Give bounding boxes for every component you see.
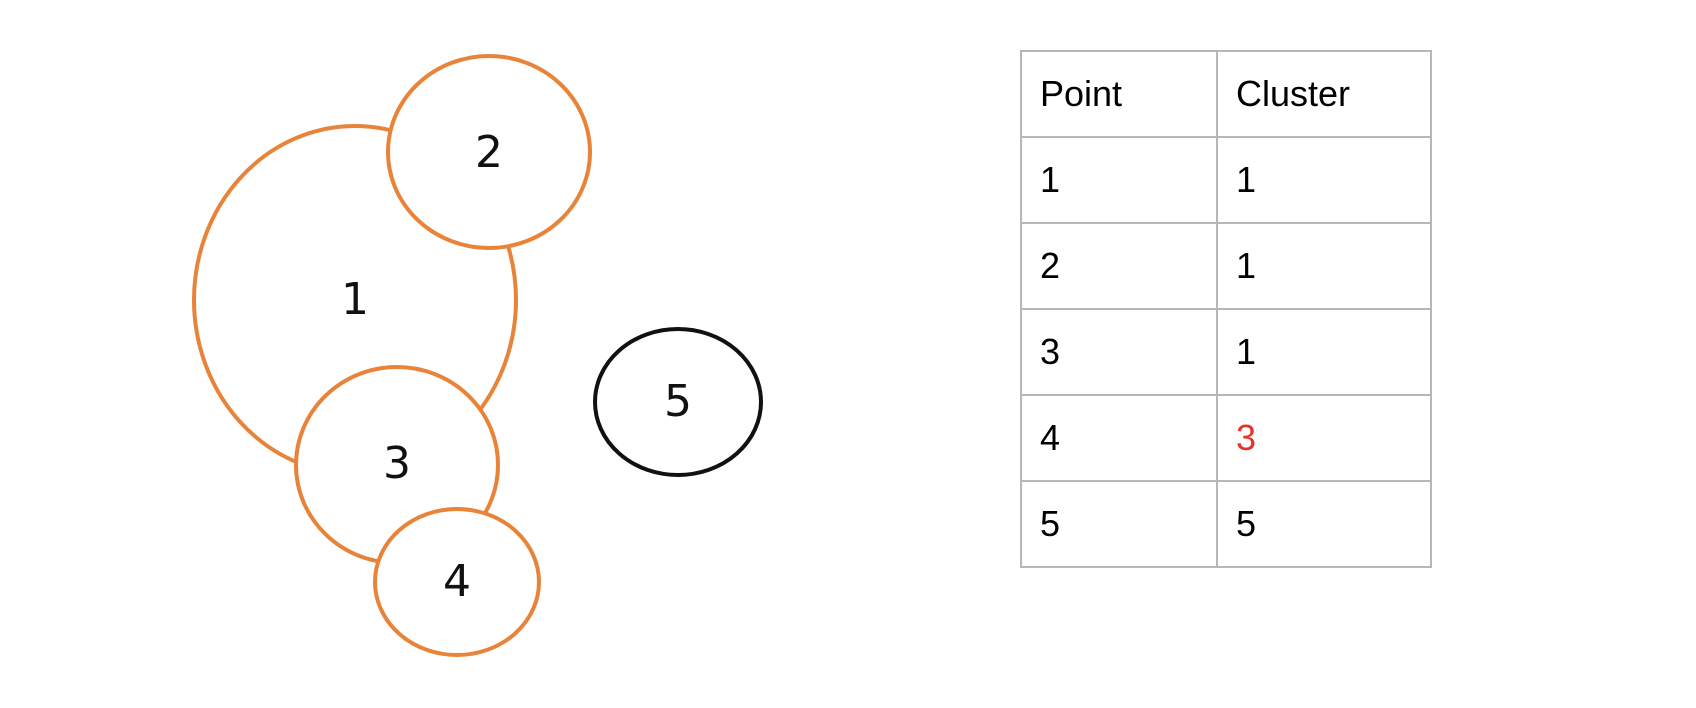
node-5: 5 bbox=[593, 327, 763, 477]
node-3-label: 3 bbox=[383, 438, 411, 489]
node-4-label: 4 bbox=[443, 556, 471, 607]
node-2-label: 2 bbox=[475, 127, 503, 178]
cell-cluster: 1 bbox=[1216, 308, 1432, 396]
node-1-label: 1 bbox=[341, 274, 369, 325]
cell-cluster: 1 bbox=[1216, 222, 1432, 310]
cell-point: 1 bbox=[1020, 136, 1218, 224]
header-point: Point bbox=[1020, 50, 1218, 138]
cell-point: 3 bbox=[1020, 308, 1218, 396]
point-cluster-table: Point Cluster 1 1 2 1 3 1 4 3 5 5 bbox=[1020, 50, 1432, 568]
cell-point: 4 bbox=[1020, 394, 1218, 482]
cell-cluster: 1 bbox=[1216, 136, 1432, 224]
cell-cluster: 5 bbox=[1216, 480, 1432, 568]
cluster-diagram: 1 3 2 4 5 bbox=[192, 54, 763, 657]
cell-point: 2 bbox=[1020, 222, 1218, 310]
table-row: 2 1 bbox=[1020, 222, 1432, 310]
node-2: 2 bbox=[386, 54, 592, 250]
table-row: 4 3 bbox=[1020, 394, 1432, 482]
cell-point: 5 bbox=[1020, 480, 1218, 568]
node-5-circle bbox=[593, 327, 763, 477]
header-cluster: Cluster bbox=[1216, 50, 1432, 138]
table-row: 5 5 bbox=[1020, 480, 1432, 568]
table-row: 3 1 bbox=[1020, 308, 1432, 396]
node-4-circle bbox=[373, 507, 541, 657]
cell-cluster-highlighted: 3 bbox=[1216, 394, 1432, 482]
node-4: 4 bbox=[373, 507, 541, 657]
node-2-circle bbox=[386, 54, 592, 250]
table-header-row: Point Cluster bbox=[1020, 50, 1432, 138]
table-row: 1 1 bbox=[1020, 136, 1432, 224]
node-5-label: 5 bbox=[664, 376, 692, 427]
